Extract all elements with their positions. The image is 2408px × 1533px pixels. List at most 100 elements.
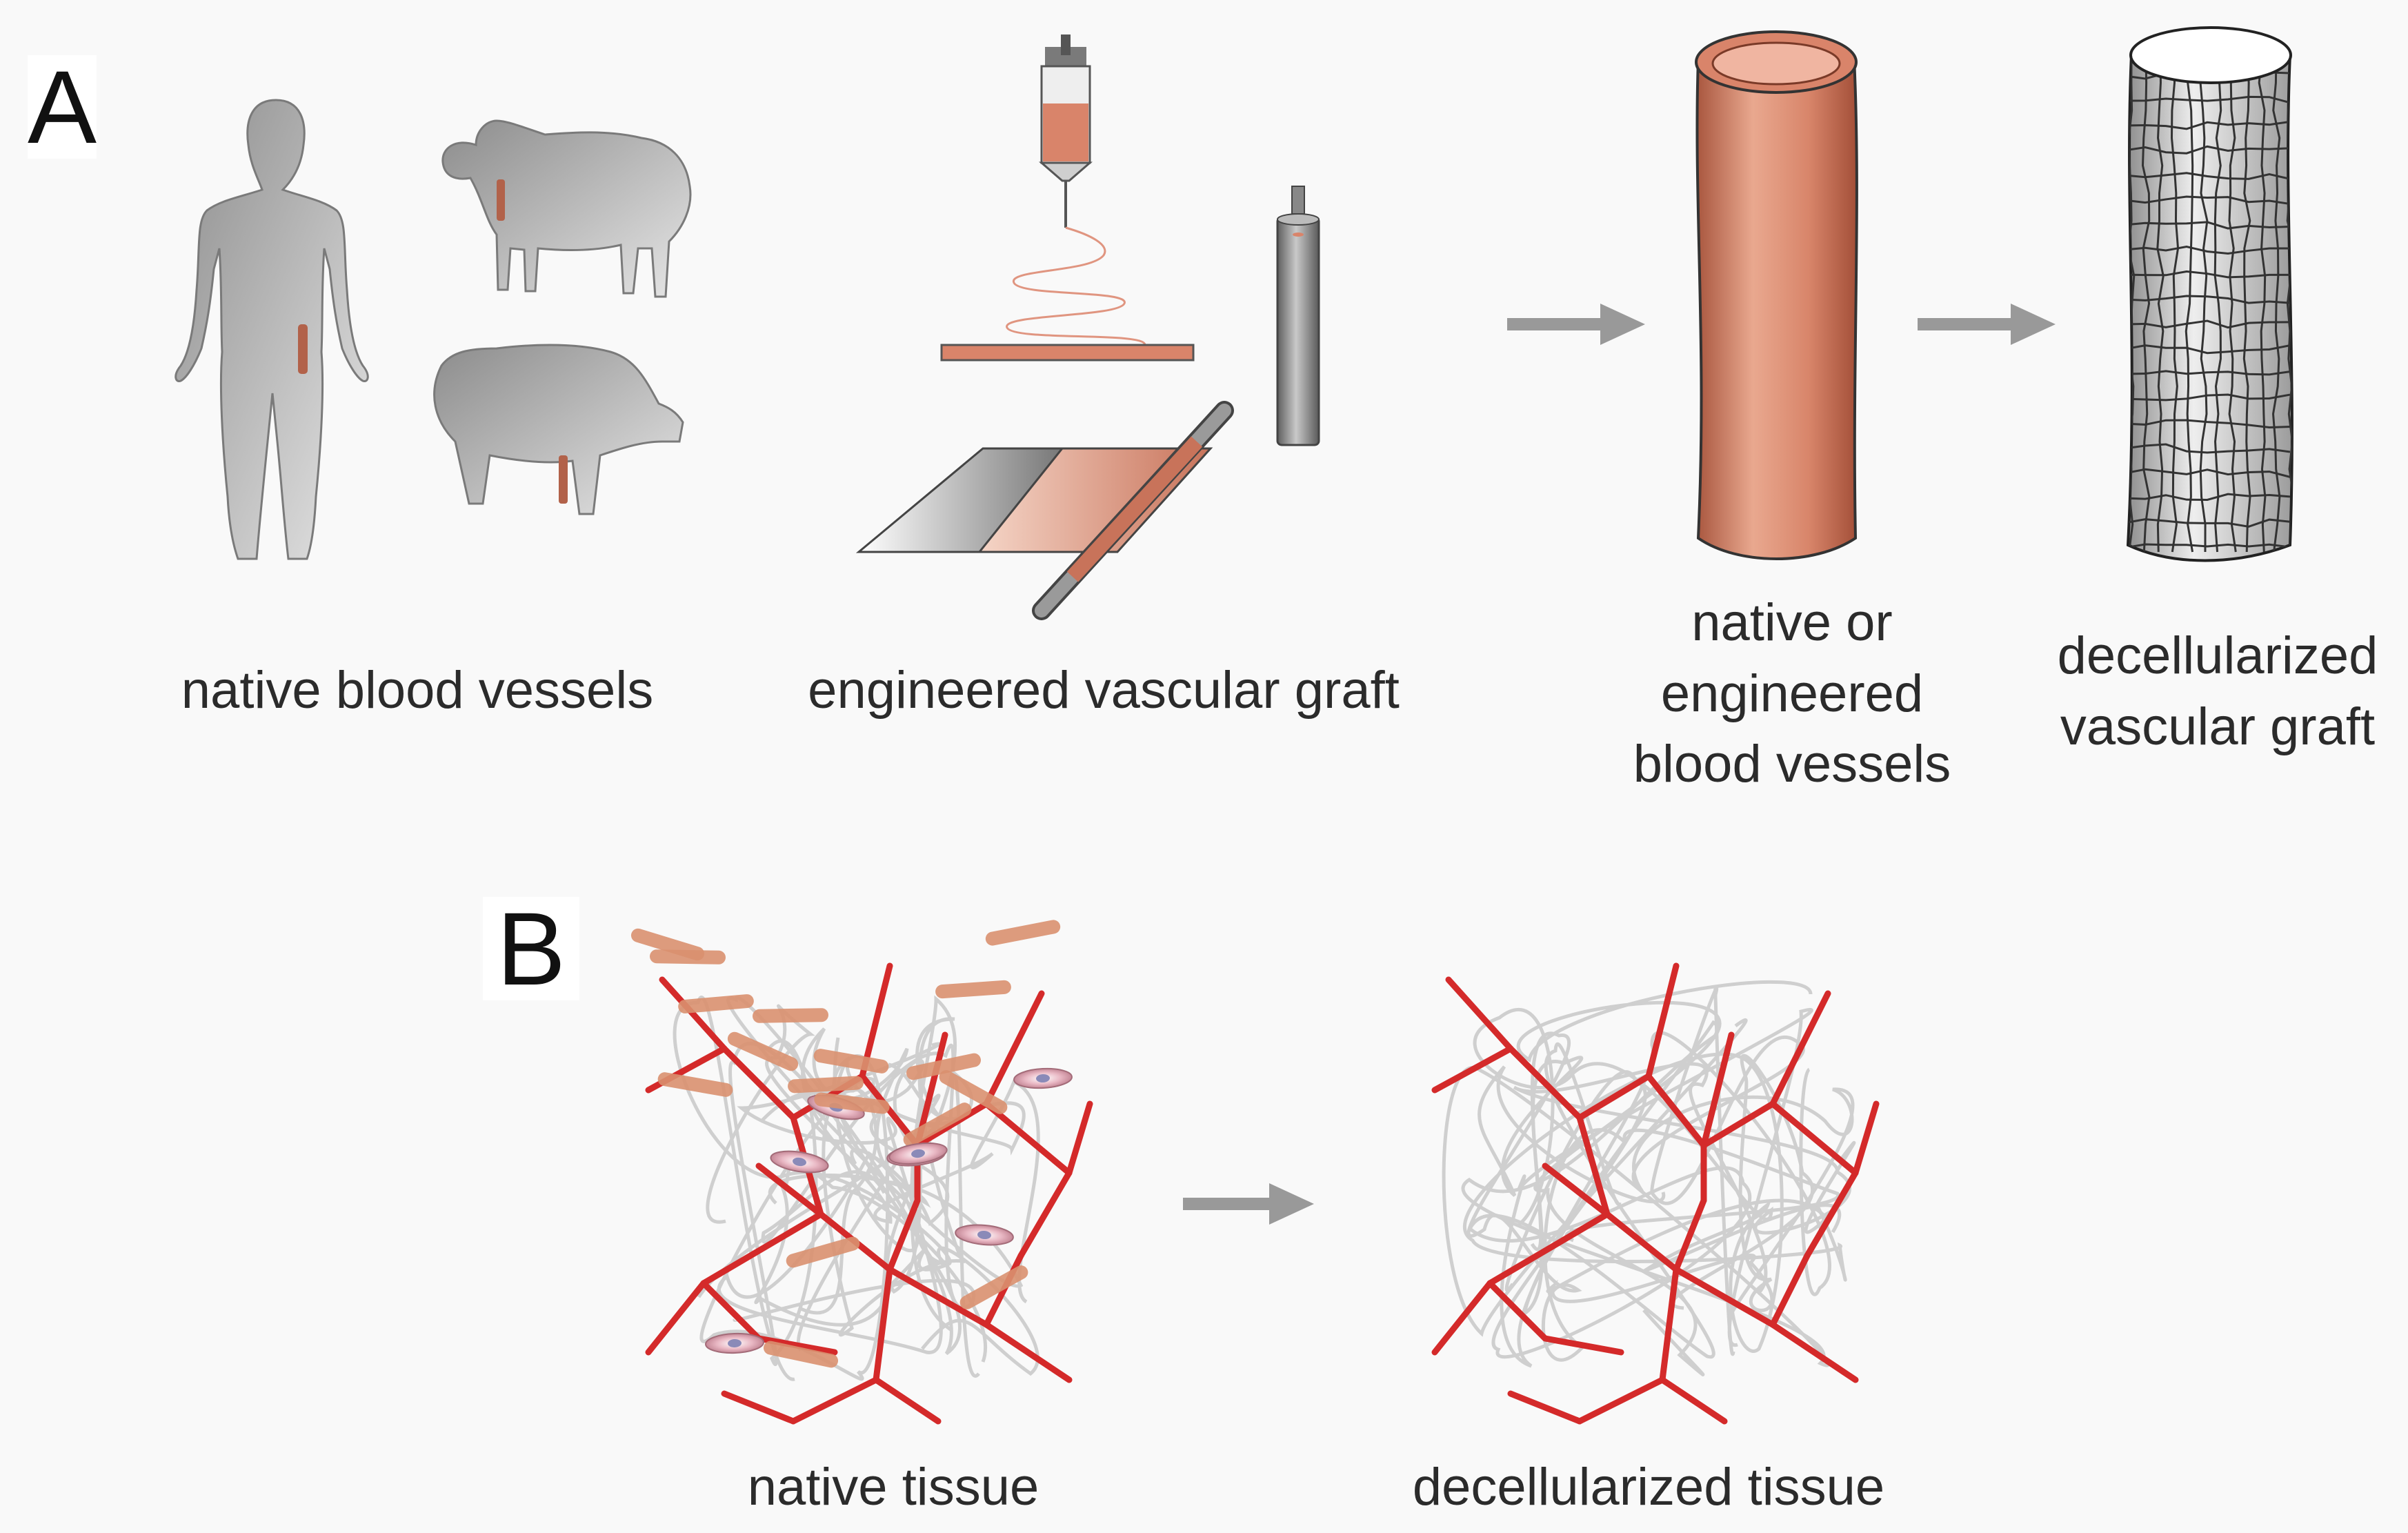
caption-line: vascular graft bbox=[2060, 697, 2376, 756]
cell bbox=[705, 1332, 764, 1354]
caption-engineered-vascular-graft: engineered vascular graft bbox=[808, 661, 1400, 720]
red-fiber bbox=[1645, 1073, 1707, 1149]
spindle-cell bbox=[906, 1053, 982, 1080]
mesh-line bbox=[2128, 344, 2291, 355]
spindle-cell bbox=[650, 949, 726, 965]
red-fiber bbox=[1645, 962, 1680, 1080]
mesh-line bbox=[2128, 393, 2291, 402]
spindle-cell bbox=[959, 1265, 1028, 1309]
mesh-line bbox=[2258, 55, 2267, 553]
gray-fiber bbox=[1631, 987, 1855, 1356]
cell bbox=[1013, 1067, 1073, 1089]
red-fiber bbox=[1604, 1211, 1680, 1273]
red-fiber bbox=[1576, 1073, 1652, 1121]
red-fiber bbox=[1659, 1376, 1728, 1425]
gray-fiber bbox=[1473, 1008, 1851, 1295]
mesh-line bbox=[2128, 493, 2291, 501]
red-fiber bbox=[1486, 1280, 1549, 1342]
spindle-cell bbox=[903, 1102, 972, 1147]
red-fiber bbox=[983, 1252, 1024, 1328]
red-fiber bbox=[700, 1211, 824, 1287]
red-fiber bbox=[1769, 1100, 1859, 1176]
red-fiber bbox=[1507, 1390, 1583, 1425]
caption-native-blood-vessels: native blood vessels bbox=[181, 661, 654, 720]
red-fiber bbox=[721, 1045, 797, 1121]
spindle-cell bbox=[657, 1072, 733, 1097]
gray-fiber bbox=[726, 996, 1026, 1356]
mesh-line bbox=[2128, 419, 2291, 429]
caption-line: engineered bbox=[1660, 664, 1924, 723]
mesh-line bbox=[2128, 295, 2291, 304]
mesh-line bbox=[2128, 195, 2291, 206]
red-fiber bbox=[1542, 1335, 1624, 1356]
mesh-line bbox=[2128, 270, 2291, 279]
mesh-line bbox=[2128, 120, 2291, 130]
spindle-cell bbox=[678, 994, 754, 1013]
mesh-line bbox=[2128, 221, 2291, 230]
red-fiber bbox=[1017, 1169, 1073, 1259]
red-fiber bbox=[1066, 1100, 1093, 1176]
red-fiber bbox=[1673, 1266, 1776, 1328]
cells-layer bbox=[630, 920, 1073, 1368]
sheep-silhouette bbox=[441, 119, 692, 298]
caption-native-tissue: native tissue bbox=[747, 1458, 1039, 1516]
gray-fiber bbox=[717, 1037, 943, 1354]
spindle-cell bbox=[939, 1070, 1008, 1114]
mesh-line bbox=[2199, 55, 2209, 553]
spindle-cell bbox=[788, 1076, 864, 1094]
red-fiber bbox=[1673, 1197, 1707, 1273]
red-fiber bbox=[1769, 990, 1831, 1107]
red-fiber bbox=[645, 1280, 707, 1356]
red-fiber bbox=[659, 976, 728, 1052]
red-fiber bbox=[873, 1266, 893, 1383]
vascular-network-native bbox=[645, 962, 1093, 1425]
mesh-line bbox=[2156, 55, 2165, 553]
red-fiber bbox=[1769, 1252, 1811, 1328]
panel-label-b: B bbox=[483, 897, 580, 1000]
mesh-line bbox=[2170, 55, 2180, 553]
red-fiber bbox=[755, 1335, 838, 1356]
gray-fiber bbox=[1466, 1031, 1840, 1362]
red-fiber bbox=[1431, 1045, 1514, 1094]
mesh-line bbox=[2128, 145, 2291, 155]
gray-fiber bbox=[1463, 1052, 1847, 1353]
mesh-line bbox=[2128, 95, 2291, 104]
spindle-cell bbox=[985, 920, 1061, 946]
decellularized-mesh-tube bbox=[2126, 26, 2293, 562]
cell bbox=[770, 1150, 829, 1174]
pig-silhouette bbox=[433, 344, 684, 515]
caption-decellularized-tissue: decellularized tissue bbox=[1412, 1458, 1885, 1516]
electrospinning-syringe-illustration bbox=[940, 34, 1195, 362]
sheet-rolling-illustration bbox=[855, 401, 1234, 620]
red-fiber bbox=[790, 1376, 879, 1425]
red-fiber bbox=[1431, 1280, 1493, 1356]
gray-fiber bbox=[699, 1047, 931, 1381]
caption-decellularized-vascular-graft: decellularized vascular graft bbox=[2058, 621, 2378, 762]
mesh-line bbox=[2228, 55, 2237, 553]
mesh-line bbox=[2242, 55, 2251, 553]
panel-label-a: A bbox=[28, 49, 97, 165]
red-fiber bbox=[1852, 1100, 1880, 1176]
red-fiber bbox=[1769, 1321, 1859, 1383]
spindle-cell bbox=[763, 1341, 839, 1368]
red-fiber bbox=[1804, 1169, 1859, 1259]
mesh-line bbox=[2128, 246, 2291, 255]
red-fiber bbox=[755, 1163, 824, 1218]
red-fiber bbox=[1576, 1114, 1611, 1218]
caption-native-or-engineered-blood-vessels: native or engineered blood vessels bbox=[1633, 588, 1951, 800]
red-fiber bbox=[1659, 1266, 1680, 1383]
red-fiber bbox=[914, 1100, 990, 1149]
mesh-line bbox=[2128, 518, 2291, 528]
spindle-cell bbox=[814, 1092, 890, 1114]
caption-line: blood vessels bbox=[1633, 735, 1951, 794]
gray-fiber bbox=[754, 1163, 1039, 1376]
red-fiber bbox=[1576, 1376, 1666, 1425]
red-fiber bbox=[983, 990, 1045, 1107]
mesh-line bbox=[2128, 443, 2291, 454]
spindle-cell bbox=[813, 1049, 889, 1074]
red-fiber bbox=[983, 1100, 1073, 1176]
arrow-right-icon bbox=[1507, 304, 1645, 345]
human-silhouette bbox=[175, 99, 369, 560]
